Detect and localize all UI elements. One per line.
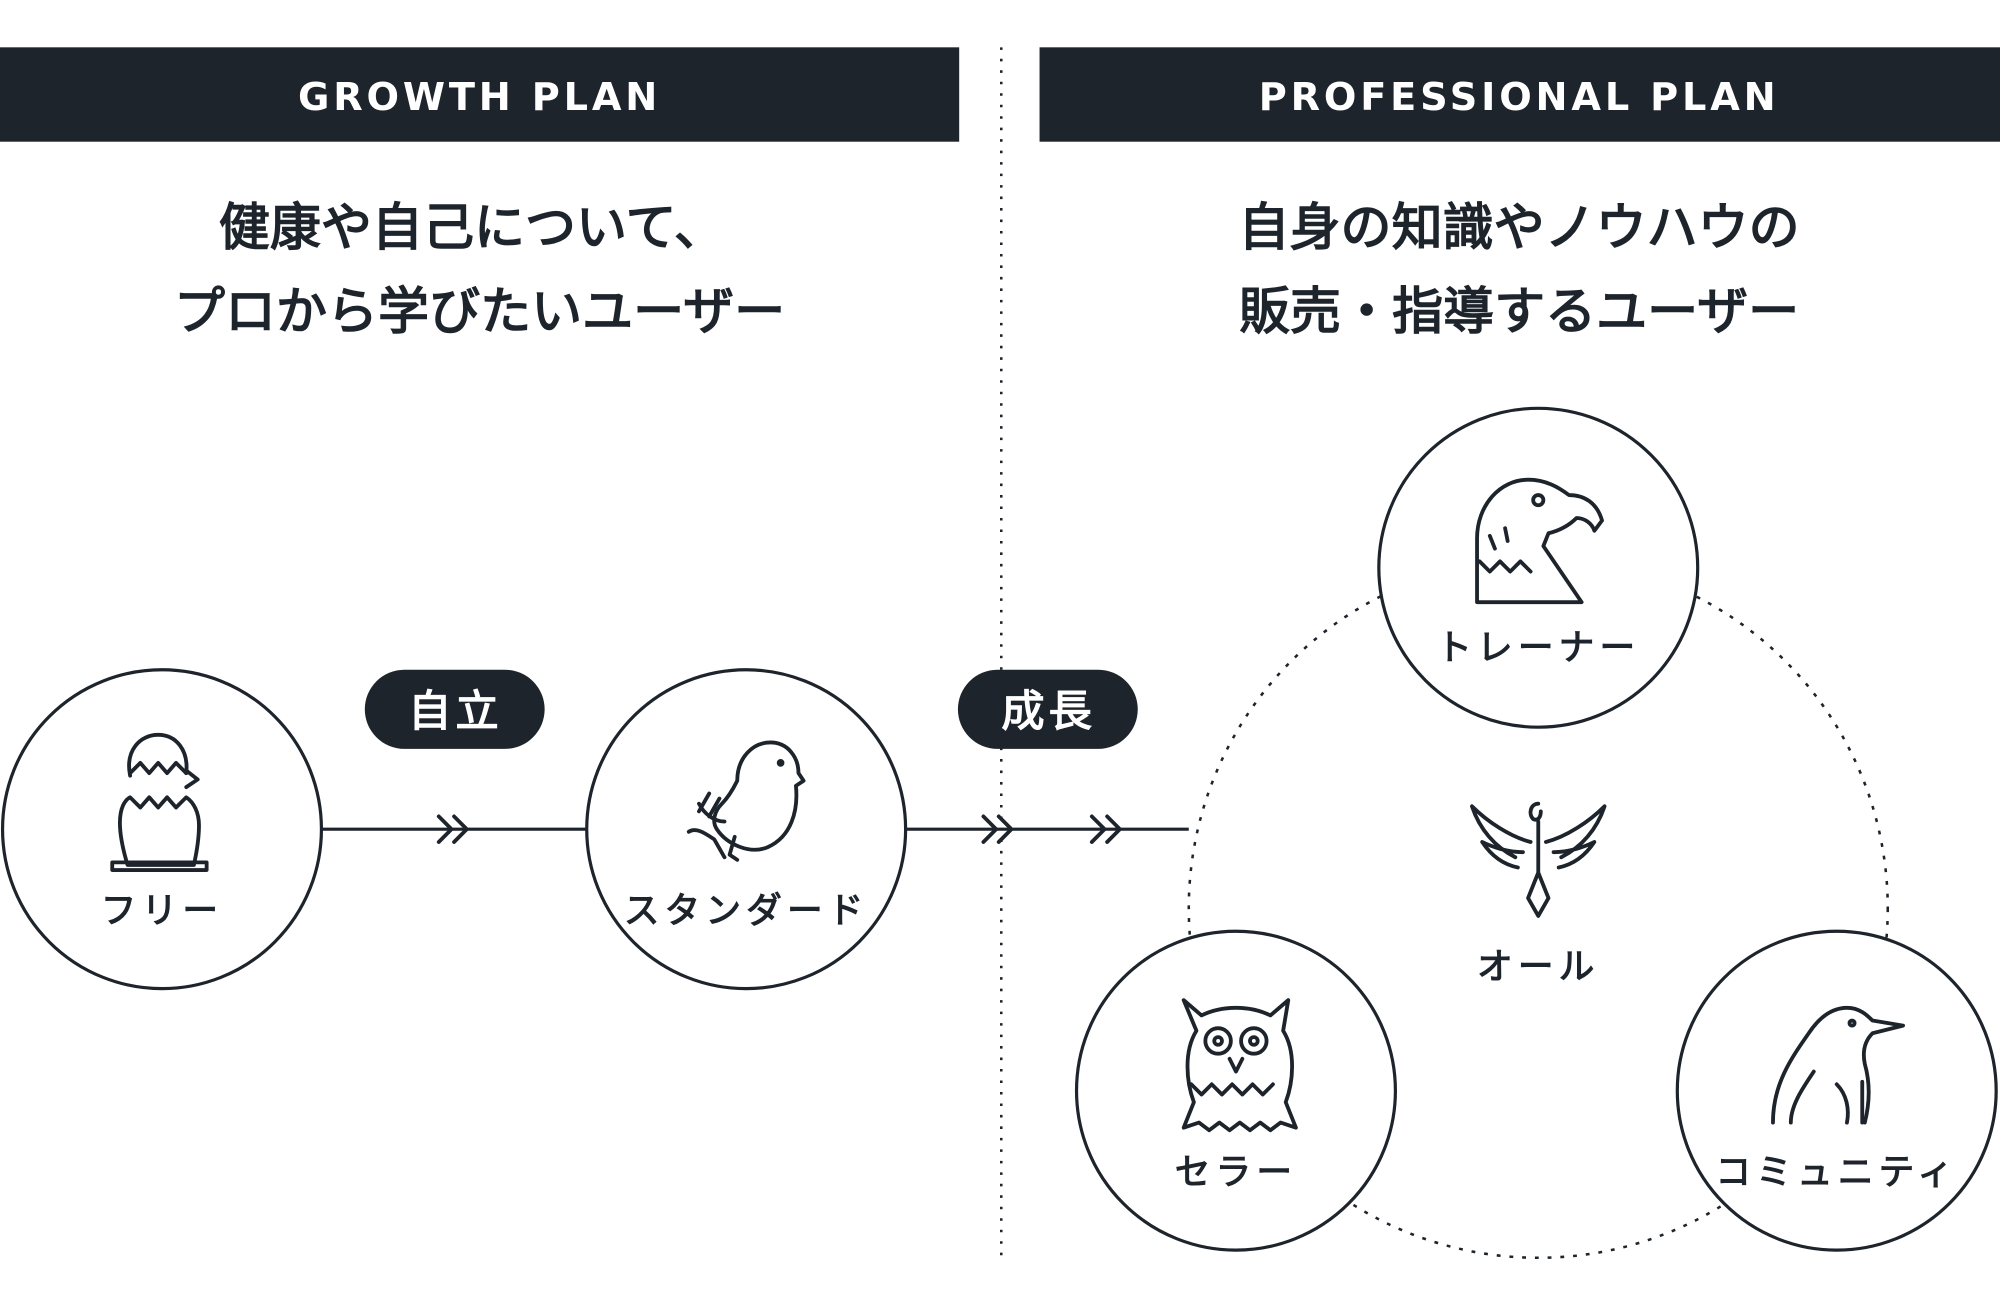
plan-trainer: トレーナー — [1377, 406, 1700, 729]
plan-free: フリー — [0, 668, 324, 991]
phoenix-icon — [1470, 801, 1607, 918]
owl-icon — [1181, 998, 1298, 1133]
growth-heading-line-2: プロから学びたいユーザー — [174, 283, 785, 342]
professional-header: PROFESSIONAL PLAN — [1259, 75, 1780, 120]
growth-heading-line-1: 健康や自己について、 — [219, 199, 725, 258]
plan-community: コミュニティ — [1675, 929, 1998, 1252]
plan-all: オール — [1470, 801, 1607, 987]
plan-seller: セラー — [1074, 929, 1398, 1252]
transition-badge-label: 成長 — [1001, 687, 1095, 737]
transition-badge — [957, 669, 1138, 749]
eagle-icon — [1475, 477, 1604, 605]
step-badge-label: 自立 — [408, 687, 502, 737]
chevron-double-right-icon — [981, 814, 1014, 844]
chevron-double-right-icon — [436, 814, 469, 844]
penguin-icon — [1771, 1005, 1905, 1125]
plan-standard: スタンダード — [585, 668, 908, 991]
plan-label: フリー — [101, 890, 223, 931]
professional-heading-line-1: 自身の知識やノウハウの — [1239, 199, 1800, 258]
professional-header-bar — [1039, 47, 2000, 142]
plan-label: セラー — [1175, 1152, 1297, 1193]
plan-label: スタンダード — [624, 890, 869, 931]
plan-label: オール — [1477, 946, 1599, 987]
hatching-chick-icon — [110, 732, 209, 872]
chick-icon — [686, 740, 806, 862]
plan-label: トレーナー — [1436, 628, 1640, 669]
growth-header: GROWTH PLAN — [298, 75, 661, 120]
growth-header-bar — [0, 47, 960, 142]
step-badge — [364, 669, 545, 749]
plan-label: コミュニティ — [1715, 1152, 1958, 1193]
professional-heading-line-2: 販売・指導するユーザー — [1239, 283, 1799, 342]
chevron-double-right-icon — [1089, 814, 1122, 844]
